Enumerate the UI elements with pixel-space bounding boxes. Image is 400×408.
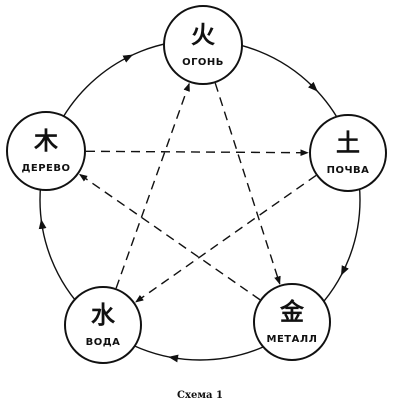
element-glyph: 水 [91,301,116,329]
element-label: ДЕРЕВО [21,163,70,174]
generating-arrow-water-to-wood [38,219,47,230]
generating-arrow-earth-to-metal [340,265,349,276]
element-circle [64,286,142,364]
generating-arrow-fire-to-earth [308,81,318,92]
element-glyph: 木 [33,127,59,155]
element-glyph: 火 [191,21,215,49]
generating-arrow-metal-to-water [168,354,179,363]
controlling-arrow-fire-to-metal [214,82,281,285]
element-label: ПОЧВА [327,165,370,176]
controlling-arrow-wood-to-earth [85,149,309,157]
controlling-arrow-earth-to-water [135,174,317,303]
element-circle [309,114,387,192]
element-node-metal: 金 МЕТАЛЛ [253,283,331,361]
element-glyph: 土 [336,129,360,157]
controlling-arrow-water-to-fire [115,82,190,289]
element-circle [6,111,86,191]
element-node-earth: 土 ПОЧВА [309,114,387,192]
controlling-arrow-metal-to-wood [78,173,261,301]
element-node-wood: 木 ДЕРЕВО [6,111,86,191]
element-label: МЕТАЛЛ [267,334,318,345]
element-node-water: 水 ВОДА [64,286,142,364]
element-node-fire: 火 ОГОНЬ [163,5,243,85]
element-label: ВОДА [86,337,121,348]
element-label: ОГОНЬ [182,57,224,68]
generating-arrow-wood-to-fire [122,54,134,63]
element-circle [163,5,243,85]
diagram-caption: Схема 1 [177,390,223,401]
element-glyph: 金 [279,298,305,326]
element-circle [253,283,331,361]
